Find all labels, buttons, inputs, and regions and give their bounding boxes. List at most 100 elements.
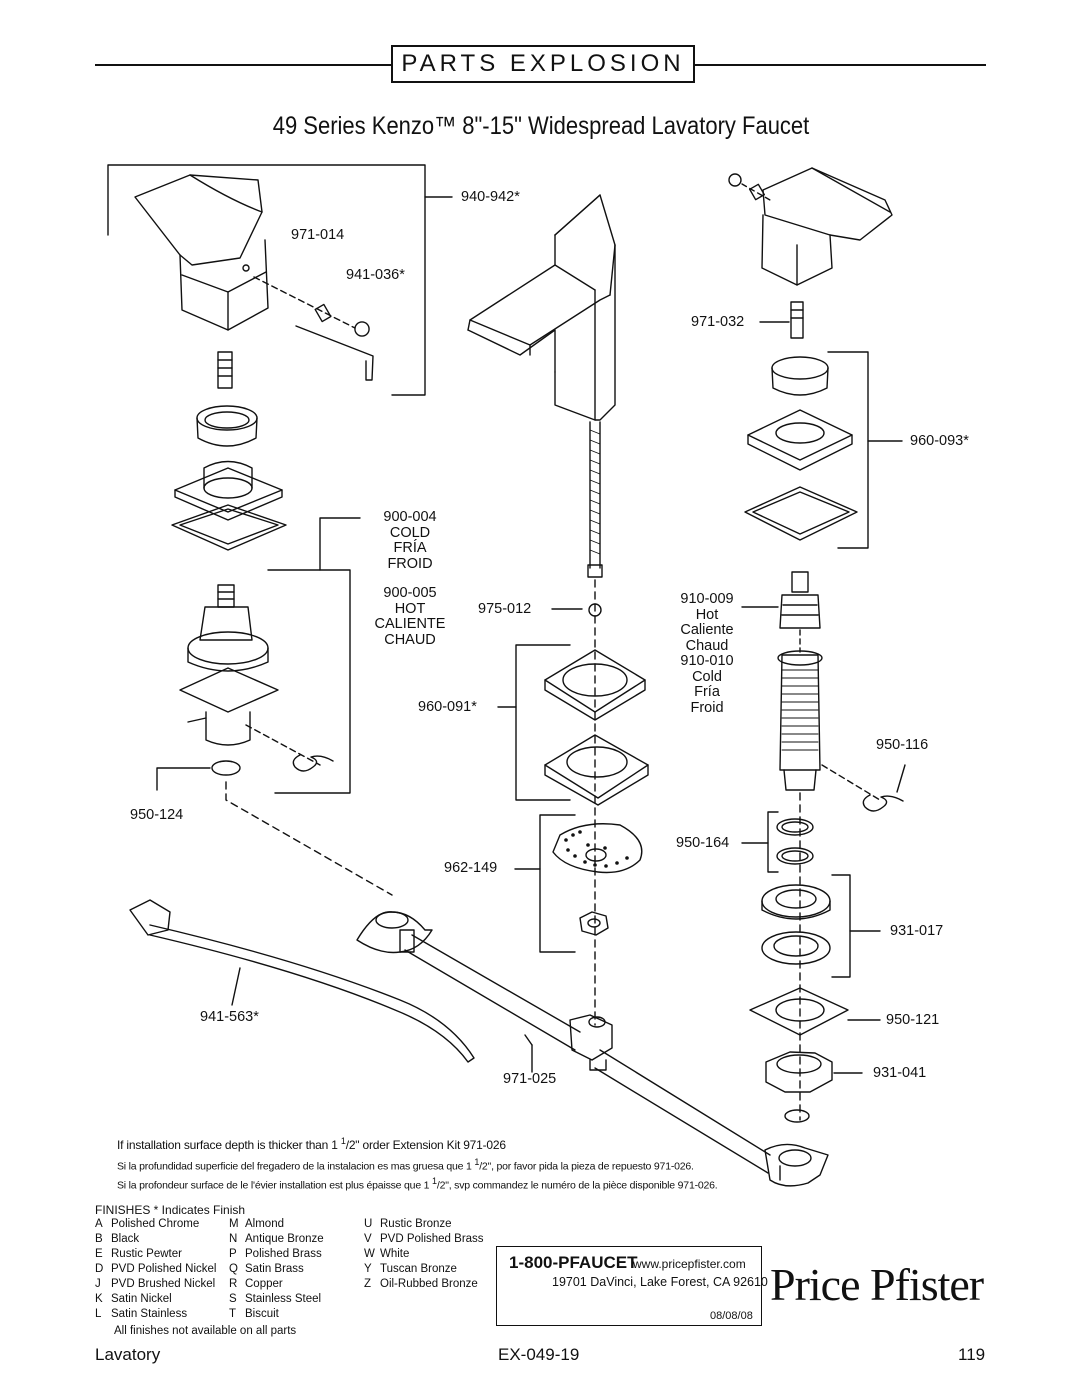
- right-handle: [761, 167, 893, 286]
- lock-plate-962-149: [552, 823, 643, 874]
- label-900-005-en: HOT: [394, 600, 426, 617]
- finish-code: K: [95, 1293, 103, 1305]
- finish-name: Satin Brass: [245, 1263, 304, 1275]
- finish-code: Q: [229, 1263, 238, 1275]
- left-valve: [179, 584, 334, 776]
- finish-row: K Satin Nickel: [95, 1292, 216, 1307]
- lift-rod: [129, 899, 475, 1063]
- finish-code: P: [229, 1248, 237, 1260]
- finish-code: V: [364, 1233, 372, 1245]
- right-stem-screw: [790, 301, 804, 339]
- finish-row: P Polished Brass: [229, 1247, 324, 1262]
- button-941-036: [354, 321, 370, 337]
- label-900-004: 900-004 COLD FRÍA FROID: [368, 509, 452, 572]
- label-900-004-fr: FROID: [387, 555, 433, 572]
- note-spanish-b: /2", por favor pida la pieza de repuesto…: [479, 1160, 694, 1173]
- brand-logo: Price Pfister: [770, 1259, 984, 1310]
- washer-975-012: [588, 603, 602, 617]
- finish-code: E: [95, 1248, 103, 1260]
- finish-row: A Polished Chrome: [95, 1217, 216, 1232]
- finish-code: A: [95, 1218, 103, 1230]
- label-900-005: 900-005 HOT CALIENTE CHAUD: [368, 585, 452, 648]
- label-900-005-es: CALIENTE: [374, 616, 446, 632]
- page-title: PARTS EXPLOSION: [401, 50, 685, 77]
- website-link[interactable]: www.pricepfister.com: [633, 1257, 746, 1271]
- finish-row: Z Oil-Rubbed Bronze: [364, 1277, 484, 1292]
- note-french-sup: 1: [432, 1176, 437, 1186]
- left-stem-screw: [217, 351, 233, 389]
- label-950-124: 950-124: [130, 807, 184, 823]
- label-971-025: 971-025: [503, 1071, 557, 1087]
- label-931-017: 931-017: [890, 923, 944, 939]
- label-900-004-num: 900-004: [383, 509, 437, 525]
- finish-name: Biscuit: [245, 1308, 279, 1320]
- finish-name: Tuscan Bronze: [380, 1263, 457, 1275]
- finish-name: White: [380, 1248, 410, 1260]
- right-gasket: [744, 486, 858, 541]
- finishes-box: [95, 1246, 497, 1326]
- square-gasket: [749, 987, 849, 1036]
- note-english-a: If installation surface depth is thicker…: [117, 1138, 341, 1152]
- left-gasket: [171, 504, 287, 551]
- finish-code: Z: [364, 1278, 372, 1290]
- left-adapter-ring: [196, 405, 258, 447]
- label-910-010-en: Cold: [692, 668, 722, 685]
- finish-row: E Rustic Pewter: [95, 1247, 216, 1262]
- finish-name: Polished Brass: [245, 1248, 322, 1260]
- label-975-012: 975-012: [478, 601, 532, 617]
- label-900-004-es: FRÍA: [393, 540, 427, 556]
- contact-box: [497, 1246, 762, 1326]
- footer-page-number: 119: [958, 1345, 986, 1364]
- label-900-005-num: 900-005: [383, 585, 437, 601]
- phone-number: 1-800-PFAUCET: [509, 1253, 638, 1272]
- finish-code: N: [229, 1233, 238, 1245]
- note-french-b: /2", svp commandez le numéro de la pièce…: [436, 1179, 718, 1192]
- right-button: [728, 173, 742, 187]
- center-escutcheon: [544, 649, 649, 806]
- finish-row: Q Satin Brass: [229, 1262, 324, 1277]
- left-handle: [134, 174, 269, 331]
- right-adapter-ring: [771, 356, 829, 396]
- header-title-box: PARTS EXPLOSION: [391, 45, 695, 83]
- finish-name: Rustic Pewter: [111, 1248, 182, 1260]
- finish-name: Satin Nickel: [111, 1293, 172, 1305]
- finishes-title: FINISHES * Indicates Finish: [95, 1203, 246, 1217]
- finish-code: S: [229, 1293, 237, 1305]
- finish-name: PVD Polished Nickel: [111, 1263, 217, 1275]
- label-900-004-en: COLD: [389, 524, 431, 541]
- header-rule-right: [695, 64, 986, 66]
- center-spout: [467, 194, 616, 578]
- finish-name: Black: [111, 1233, 140, 1245]
- finish-name: Copper: [245, 1278, 283, 1290]
- label-910-009-es: Caliente: [680, 622, 734, 638]
- finish-name: Polished Chrome: [111, 1218, 200, 1230]
- finish-name: PVD Brushed Nickel: [111, 1278, 216, 1290]
- finish-code: T: [229, 1308, 237, 1320]
- label-910-010-fr: Froid: [690, 699, 724, 716]
- finish-row: W White: [364, 1247, 484, 1262]
- footer-doc-number: EX-049-19: [498, 1345, 580, 1364]
- footer-category: Lavatory: [95, 1345, 161, 1364]
- label-971-014: 971-014: [291, 227, 345, 243]
- address: 19701 DaVinci, Lake Forest, CA 92610: [552, 1275, 768, 1289]
- finish-code: U: [364, 1218, 373, 1230]
- right-valve: [777, 571, 823, 771]
- right-escutcheon: [747, 409, 853, 471]
- label-950-116: 950-116: [876, 737, 929, 753]
- label-910-009-num: 910-009: [680, 591, 734, 607]
- hex-key: [295, 325, 374, 381]
- locknut: [765, 1051, 833, 1093]
- finish-code: M: [229, 1218, 239, 1230]
- finish-name: Oil-Rubbed Bronze: [380, 1278, 478, 1290]
- finish-code: W: [364, 1248, 375, 1260]
- nut-center: [579, 911, 609, 936]
